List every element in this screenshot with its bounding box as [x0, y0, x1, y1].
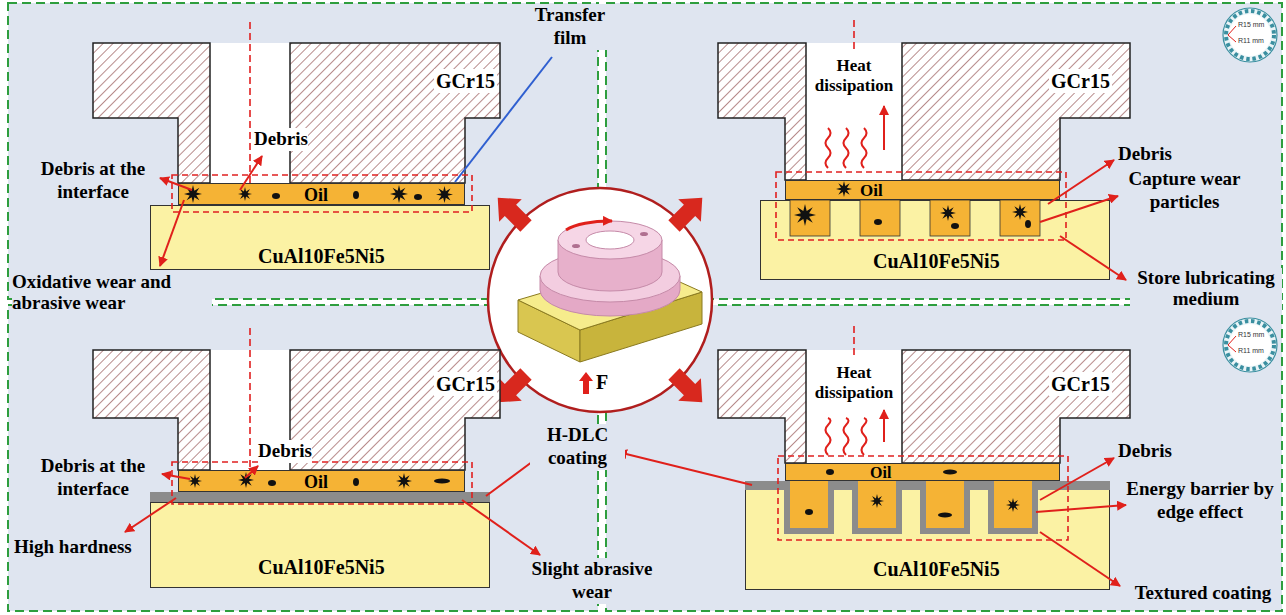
callout-label: High hardness [14, 536, 132, 559]
ring-outline [93, 43, 500, 183]
heat-waves [826, 418, 831, 455]
heat-waves [862, 418, 867, 455]
callout-label: Debris [1118, 440, 1172, 463]
node-text: GCr15 [1049, 372, 1112, 396]
node-text: Oil [870, 464, 891, 482]
heat-waves [826, 128, 831, 168]
callout-label: H-DLC coating [530, 424, 625, 470]
node-text: Oil [860, 181, 883, 201]
hatched-section [290, 43, 500, 183]
bronze-block: CuAl10Fe5Ni5 [760, 200, 1110, 280]
center-lines [853, 20, 855, 52]
hatched-section [93, 350, 210, 470]
heat-waves [883, 410, 885, 442]
test-setup-illustration [640, 232, 648, 236]
callout-label: Energy barrier by edge effect [1120, 478, 1280, 524]
oil-film: Oil [178, 470, 465, 492]
bronze-block: CuAl10Fe5Ni5 [150, 502, 490, 588]
callout-label: Debris [258, 440, 312, 463]
hatched-section [290, 350, 500, 470]
heat-waves [862, 128, 867, 168]
texture-icon [1229, 14, 1271, 56]
test-setup-illustration [572, 244, 580, 248]
node-text: Oil [304, 472, 328, 492]
texture-icon [1228, 336, 1236, 345]
panels [606, 305, 1282, 611]
texture-icon [1223, 8, 1277, 62]
heat-waves [844, 128, 849, 168]
bearing-ring: GCr15 [718, 43, 1130, 180]
callout-label: Debris [254, 128, 308, 151]
leader-arrows [618, 452, 752, 485]
bronze-block: CuAl10Fe5Ni5 [150, 205, 490, 270]
texture-icon [1228, 35, 1236, 42]
heat-waves [883, 106, 885, 150]
test-setup-illustration [586, 231, 634, 249]
bore-openings [806, 43, 902, 180]
panels [8, 3, 1282, 611]
heat-waves [826, 106, 885, 455]
dimension-label: R11 mm [1238, 347, 1264, 355]
callout-label: Textured coating [1124, 582, 1282, 605]
texture-icon [1223, 8, 1277, 372]
force-label: F [596, 370, 608, 394]
center-lines [853, 326, 855, 358]
test-setup-illustration [558, 221, 662, 259]
bearing-ring: GCr15 [718, 350, 1130, 463]
oil-film: Oil [785, 180, 1060, 200]
node-text: Oil [304, 185, 328, 205]
node-text: CuAl10Fe5Ni5 [258, 244, 385, 268]
test-setup-illustration [579, 372, 593, 394]
oil-film: Oil [785, 463, 1060, 481]
node-text: GCr15 [434, 372, 497, 396]
callout-label: Capture wear particles [1122, 168, 1247, 214]
heat-waves [844, 418, 849, 455]
texture-icon [1229, 324, 1271, 366]
hatched-section [902, 43, 1130, 180]
test-setup-illustration [566, 221, 612, 230]
ring-outline [718, 350, 1130, 463]
texture-icon [1226, 11, 1274, 59]
callout-label: Debris at the interface [18, 455, 168, 501]
callout-label: Store lubricating medium [1130, 268, 1282, 310]
texture-icon [1228, 26, 1236, 35]
callout-label: Debris [1118, 143, 1172, 166]
node-text: CuAl10Fe5Ni5 [873, 249, 1000, 273]
bearing-ring: GCr15 [93, 43, 500, 183]
callout-label: Slight abrasive wear [522, 558, 662, 604]
outward-arrows [486, 186, 537, 237]
node-text: GCr15 [1049, 69, 1112, 93]
panels [606, 3, 1282, 299]
hatched-section [902, 350, 1130, 463]
outward-arrows [663, 186, 714, 237]
node-text: GCr15 [434, 69, 497, 93]
bore-openings [806, 350, 902, 463]
hatched-section [718, 350, 806, 463]
dimension-label: R15 mm [1238, 21, 1264, 29]
ring-outline [718, 43, 1130, 180]
hatched-section [718, 43, 806, 180]
dimension-label: R11 mm [1238, 37, 1264, 45]
outward-arrows [663, 363, 714, 414]
dlc-coating [150, 492, 490, 502]
texture-icon [1226, 321, 1274, 369]
texture-icon [1223, 318, 1277, 372]
oil-film: Oil [178, 183, 465, 205]
texture-icon [1228, 345, 1236, 352]
node-text: CuAl10Fe5Ni5 [258, 555, 385, 579]
outward-arrows [486, 186, 713, 413]
heat-label: Heat dissipation [806, 363, 902, 402]
heat-label: Heat dissipation [806, 56, 902, 95]
bronze-block: CuAl10Fe5Ni5 [745, 481, 1110, 590]
callout-label: Debris at the interface [18, 158, 168, 204]
node-text: CuAl10Fe5Ni5 [873, 557, 1000, 581]
callout-label: Transfer film [528, 4, 612, 50]
callout-label: Oxidative wear and abrasive wear [12, 272, 212, 314]
dimension-label: R15 mm [1238, 331, 1264, 339]
